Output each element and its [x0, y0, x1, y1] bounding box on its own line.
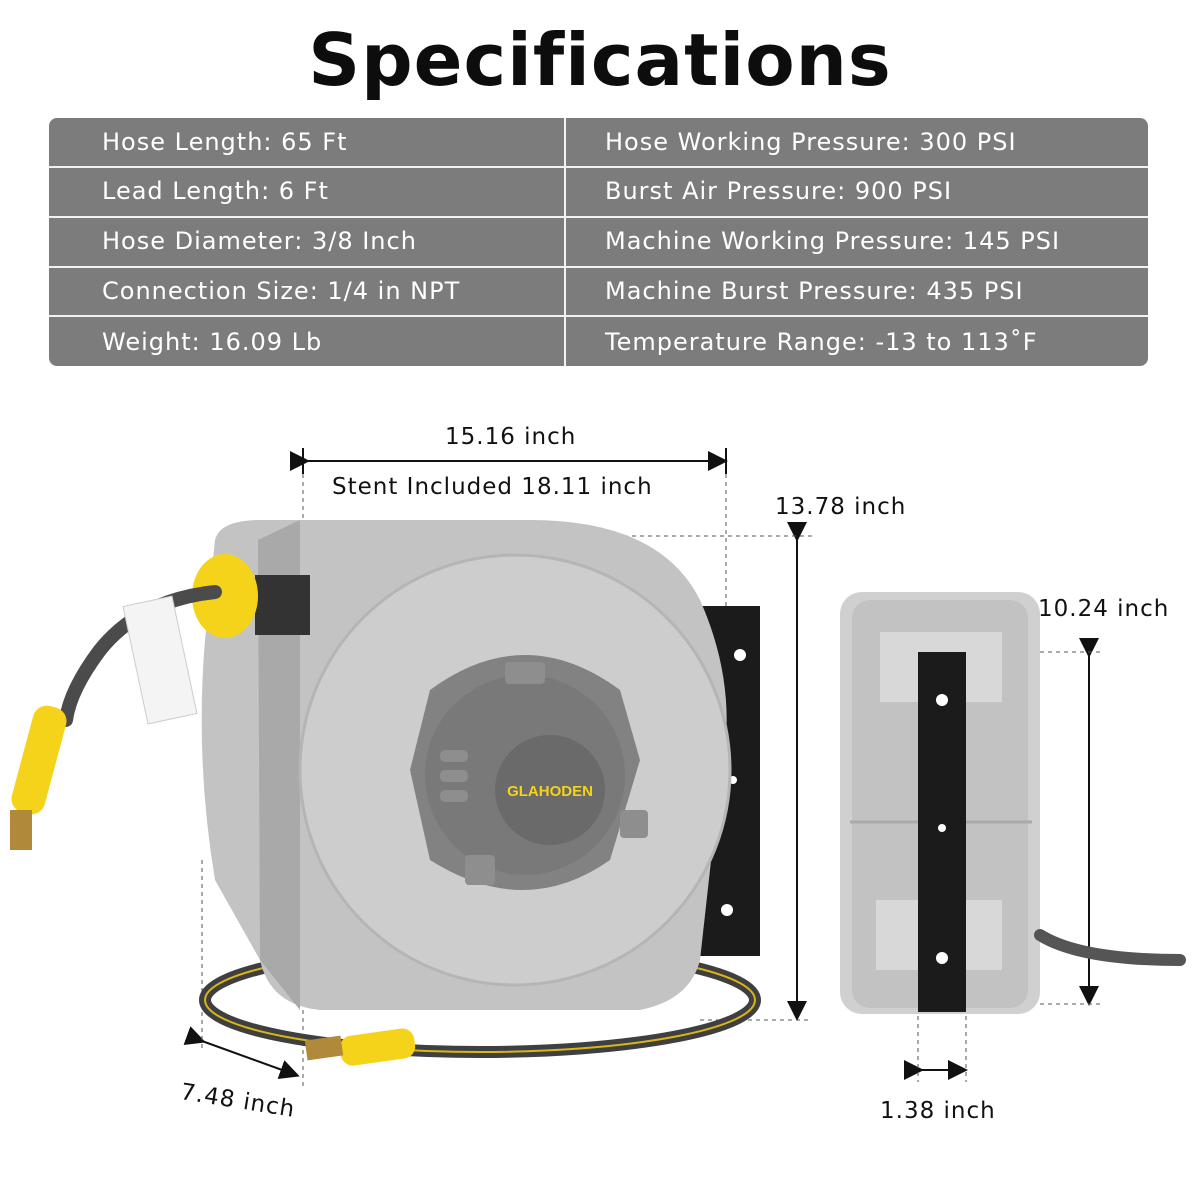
spec-machine-burst-pressure: Machine Burst Pressure: 435 PSI [605, 277, 1024, 305]
hose-tag [122, 595, 198, 725]
column-divider [564, 118, 566, 366]
spec-row: Lead Length: 6 Ft Burst Air Pressure: 90… [49, 166, 1148, 214]
dimension-height: 13.78 inch [775, 494, 907, 520]
spec-hose-diameter: Hose Diameter: 3/8 Inch [102, 227, 417, 255]
dimension-width-with-stent: Stent Included 18.11 inch [332, 474, 653, 500]
spec-table: Hose Length: 65 Ft Hose Working Pressure… [49, 118, 1148, 366]
dimension-lines [183, 448, 1099, 1080]
reel-body [201, 520, 732, 1010]
spec-row: Hose Length: 65 Ft Hose Working Pressure… [49, 118, 1148, 166]
spec-row: Connection Size: 1/4 in NPT Machine Burs… [49, 266, 1148, 314]
reel-side-view [840, 592, 1186, 1014]
spec-machine-working-pressure: Machine Working Pressure: 145 PSI [605, 227, 1061, 255]
dimension-bracket-width: 1.38 inch [880, 1098, 996, 1124]
hose-fitting-lead [10, 705, 67, 850]
spec-burst-air-pressure: Burst Air Pressure: 900 PSI [605, 177, 953, 205]
spec-connection-size: Connection Size: 1/4 in NPT [102, 277, 461, 305]
hose-guide [192, 554, 310, 638]
spec-lead-length: Lead Length: 6 Ft [102, 177, 329, 205]
spec-weight: Weight: 16.09 Lb [102, 327, 323, 356]
hose-fitting-floor [304, 1028, 416, 1066]
spec-hose-length: Hose Length: 65 Ft [102, 128, 348, 156]
brand-logo: GLAHODEN [507, 783, 593, 800]
dimension-side-height: 10.24 inch [1038, 596, 1170, 622]
lead-hose [59, 585, 222, 727]
page-title: Specifications [308, 18, 892, 102]
dimension-width: 15.16 inch [445, 424, 577, 450]
spec-hose-working-pressure: Hose Working Pressure: 300 PSI [605, 128, 1017, 156]
spec-row: Weight: 16.09 Lb Temperature Range: -13 … [49, 315, 1148, 366]
spec-row: Hose Diameter: 3/8 Inch Machine Working … [49, 216, 1148, 264]
spec-temperature-range: Temperature Range: -13 to 113˚F [605, 327, 1038, 356]
